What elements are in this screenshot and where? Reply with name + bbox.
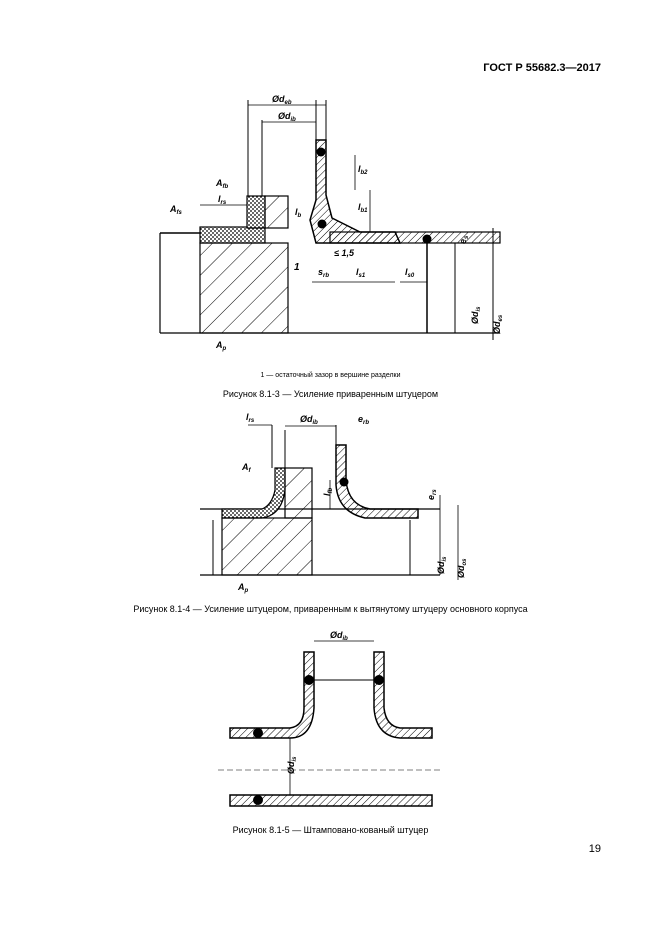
- label-a-p: Ap: [215, 340, 227, 352]
- document-header: ГОСТ Р 55682.3—2017: [483, 62, 601, 74]
- label-d-es: Ødes: [492, 314, 504, 334]
- label-e-s: es: [458, 235, 470, 244]
- label-s-rb: srb: [318, 267, 329, 279]
- label-a-fb: Afb: [215, 178, 228, 190]
- label-e-rs: ers: [426, 489, 438, 500]
- label-d-os: Ødos: [456, 558, 468, 578]
- label-e-rb: erb: [358, 414, 369, 426]
- label-l-rs: lrs: [218, 194, 227, 206]
- area-ap: [199, 242, 289, 334]
- label-le15: ≤ 1,5: [334, 248, 355, 258]
- label-l-b: lb: [295, 207, 302, 219]
- label-l-b1: lb1: [358, 202, 368, 214]
- label-a-fs: Afs: [169, 204, 182, 216]
- label-d-eb: Ødeb: [272, 94, 292, 106]
- label-d-is: Ødis: [470, 306, 482, 324]
- label-d-ib-2: Ødib: [300, 414, 318, 426]
- label-l-b2: lb2: [358, 164, 368, 176]
- label-l-s1: ls1: [356, 267, 366, 279]
- figure-8-1-5: Ødib Ødis: [218, 630, 440, 807]
- label-one: 1: [294, 262, 300, 273]
- figure-1-caption: Рисунок 8.1-3 — Усиление приваренным шту…: [222, 389, 439, 399]
- figure-3-caption: Рисунок 8.1-5 — Штамповано-кованый штуце…: [232, 825, 429, 835]
- label-a-p-2: Ap: [237, 582, 249, 594]
- label-l-s0: ls0: [405, 267, 415, 279]
- label-l-fb: lfb: [322, 487, 334, 496]
- figure-2-caption: Рисунок 8.1-4 — Усиление штуцером, прива…: [133, 604, 528, 614]
- figure-8-1-4: lrs Ødib erb Af lfb ers Ødis Ødos Ap: [200, 412, 468, 594]
- label-l-rs-2: lrs: [246, 412, 255, 424]
- label-a-f: Af: [241, 462, 252, 474]
- label-d-is-3: Ødis: [286, 756, 298, 774]
- pad-area: [199, 226, 266, 244]
- figure-8-1-3: Ødeb Ødib Afb Afs lrs lb lb2 lb1 ≤ 1,5 1…: [159, 94, 504, 352]
- label-d-ib: Ødib: [278, 111, 296, 123]
- label-d-ib-3: Ødib: [330, 630, 348, 642]
- area-ap-2: [221, 517, 313, 576]
- figure-1-note: 1 — остаточный зазор в вершине разделки: [260, 372, 401, 379]
- page-number: 19: [588, 843, 601, 855]
- label-d-is-2: Ødis: [436, 556, 448, 574]
